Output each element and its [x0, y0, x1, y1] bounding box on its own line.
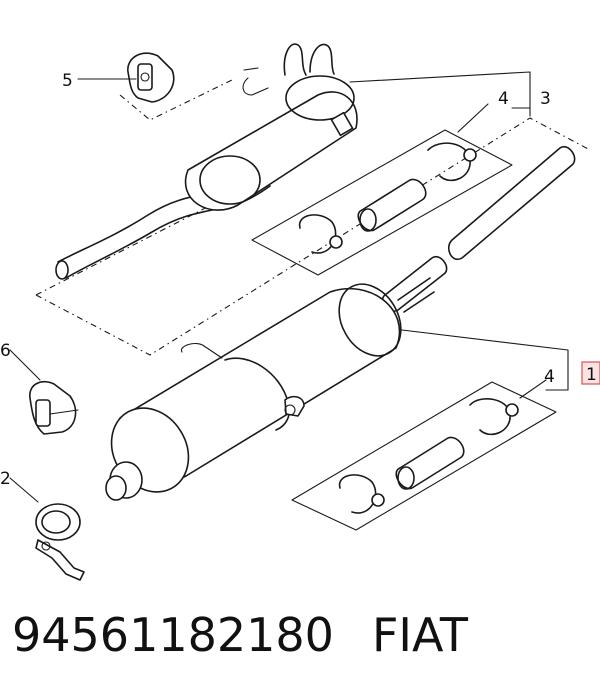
assembly-outline [35, 117, 591, 356]
part-number: 94561182180 [12, 608, 334, 662]
hanger-rubber-6 [29, 380, 79, 435]
callout-1: 1 [586, 365, 597, 385]
leader-lines [9, 71, 569, 503]
callout-4-middle: 4 [544, 367, 555, 387]
clamp-kit-lower [291, 381, 557, 531]
callout-2: 2 [0, 469, 11, 489]
rear-pipe-assembly [55, 43, 358, 280]
callout-5: 5 [62, 71, 73, 91]
callout-3: 3 [540, 89, 551, 109]
clamp-2 [35, 503, 85, 581]
brand-name: FIAT [371, 608, 468, 662]
part-footer: 94561182180 FIAT [12, 604, 468, 674]
exhaust-parts-diagram: 5 4 3 4 4 1 6 2 [0, 43, 600, 581]
front-muffler [105, 277, 435, 501]
pipe-section [381, 145, 576, 313]
clamp-kit-upper [251, 129, 513, 276]
hanger-rubber-5 [119, 52, 233, 121]
callout-6: 6 [0, 341, 11, 361]
callout-4-upper: 4 [498, 89, 509, 109]
highlight-box [581, 361, 600, 385]
